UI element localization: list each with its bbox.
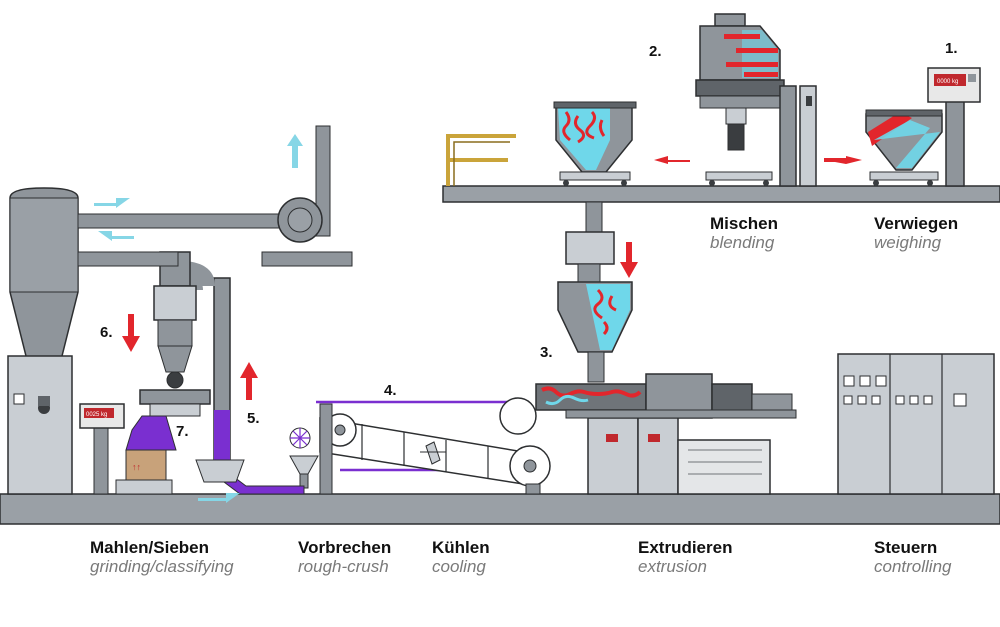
label-cooling-de: Kühlen — [432, 538, 490, 557]
arrow-blending-to-hopper — [654, 156, 690, 164]
label-weighing: Verwiegen weighing — [874, 214, 958, 252]
label-blending: Mischen blending — [710, 214, 778, 252]
label-controlling: Steuern controlling — [874, 538, 952, 576]
upper-platform — [442, 185, 1000, 203]
pneumatic-conveying-duct — [161, 261, 305, 495]
blended-material-hopper — [553, 101, 637, 186]
label-rough-crush-en: rough-crush — [298, 557, 389, 576]
extruder — [535, 373, 797, 495]
arrow-weighing-to-blending — [824, 156, 862, 164]
step-number-7: 7. — [176, 423, 189, 440]
arrow-grinding-down — [122, 314, 140, 352]
label-extrusion-en: extrusion — [638, 557, 707, 576]
label-extrusion: Extrudieren extrusion — [638, 538, 732, 576]
weighing-scale-readout: 0000 kg — [937, 79, 958, 85]
label-blending-de: Mischen — [710, 214, 779, 233]
label-rough-crush: Vorbrechen rough-crush — [298, 538, 391, 576]
factory-floor — [0, 493, 1000, 525]
air-arrow-right-upper — [94, 198, 130, 208]
grinding-cyclone — [139, 251, 211, 417]
air-arrows — [94, 134, 303, 503]
label-blending-en: blending — [710, 233, 775, 252]
step-number-3: 3. — [540, 344, 553, 361]
label-grinding: Mahlen/Sieben grinding/classifying — [90, 538, 234, 576]
step-number-6: 6. — [100, 324, 113, 341]
empty-cart — [705, 171, 773, 186]
step-number-1: 1. — [945, 40, 958, 57]
air-ducts — [77, 125, 353, 267]
rough-crusher — [289, 427, 319, 489]
cooling-conveyor — [316, 397, 551, 495]
control-cabinet — [837, 353, 995, 495]
label-extrusion-de: Extrudieren — [638, 538, 733, 557]
label-cooling: Kühlen cooling — [432, 538, 490, 576]
step-number-5: 5. — [247, 410, 260, 427]
bag-rack — [446, 134, 516, 186]
weighing-hopper — [865, 109, 943, 186]
label-grinding-en: grinding/classifying — [90, 557, 234, 576]
label-weighing-de: Verwiegen — [874, 214, 959, 233]
label-controlling-de: Steuern — [874, 538, 938, 557]
label-cooling-en: cooling — [432, 557, 486, 576]
label-weighing-en: weighing — [874, 233, 942, 252]
step-number-4: 4. — [384, 382, 397, 399]
svg-text:↑↑: ↑↑ — [132, 462, 141, 472]
weighing-scale: 0000 kg — [927, 67, 981, 187]
arrow-hopper-to-extruder — [620, 242, 638, 278]
label-rough-crush-de: Vorbrechen — [298, 538, 392, 557]
packing-sack: ↑↑ — [115, 415, 177, 495]
arrow-duct-up — [240, 362, 258, 400]
label-grinding-de: Mahlen/Sieben — [90, 538, 210, 557]
step-number-2: 2. — [649, 43, 662, 60]
air-arrow-floor-right — [198, 493, 240, 503]
packing-scale-readout: 0025 kg — [86, 412, 107, 418]
process-arrows — [122, 156, 862, 400]
packing-scale: 0025 kg — [79, 403, 125, 495]
label-controlling-en: controlling — [874, 557, 952, 576]
air-arrow-exhaust-up — [287, 134, 303, 168]
dust-filter-silo — [7, 187, 79, 495]
air-arrow-left-lower — [98, 231, 134, 241]
blending-mixer — [695, 13, 817, 187]
extruder-feed-column — [557, 201, 633, 383]
